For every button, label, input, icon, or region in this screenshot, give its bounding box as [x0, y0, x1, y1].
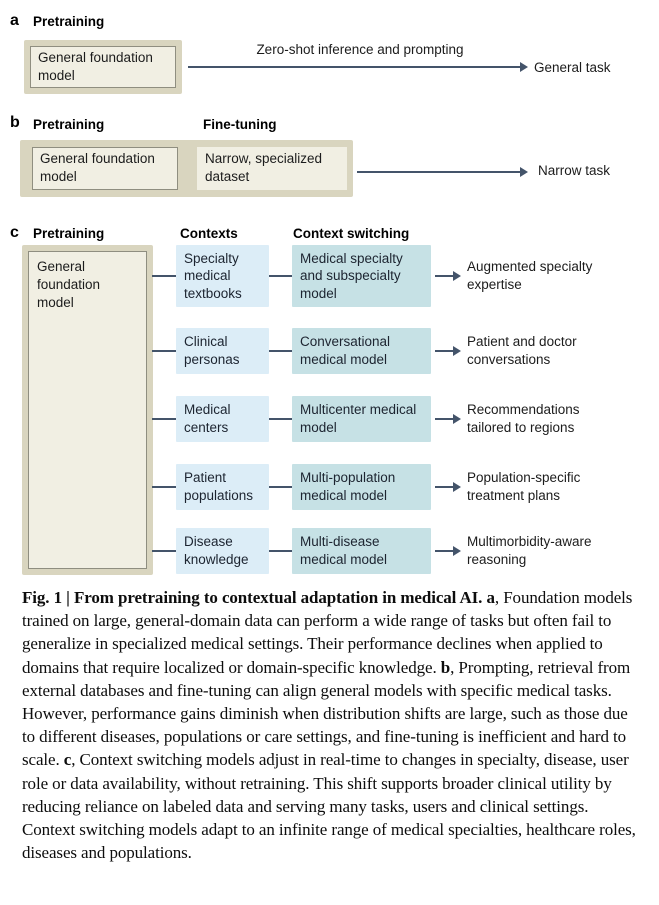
- connector-line: [152, 486, 176, 488]
- row-output-label: Augmented specialty expertise: [467, 259, 593, 292]
- context-box: Medical centers: [176, 396, 269, 442]
- connector-line: [152, 418, 176, 420]
- panel-c-letter: c: [10, 224, 19, 241]
- arrow-icon: [435, 346, 461, 356]
- panel-b-heading-pretraining: Pretraining: [33, 117, 105, 132]
- model-box: Conversational medical model: [292, 328, 431, 374]
- panel-b-dataset-box-label: Narrow, specialized dataset: [197, 147, 347, 190]
- panel-c-foundation-box: General foundation model: [22, 245, 153, 575]
- arrow-icon: [435, 414, 461, 424]
- connector-line: [152, 350, 176, 352]
- panel-b-foundation-box-label: General foundation model: [32, 147, 178, 190]
- connector-line: [269, 350, 292, 352]
- connector-line: [269, 486, 292, 488]
- context-row-personas: Clinical personas Conversational medical…: [152, 327, 657, 375]
- panel-c-heading-pretraining: Pretraining: [33, 226, 105, 241]
- panel-c-heading-context-switching: Context switching: [293, 226, 410, 241]
- connector-line: [152, 550, 176, 552]
- row-output-label: Patient and doctor conversations: [467, 334, 577, 367]
- panel-b-letter: b: [10, 114, 20, 131]
- panel-b-container-box: General foundation model Narrow, special…: [20, 140, 353, 197]
- model-box: Multi-population medical model: [292, 464, 431, 510]
- context-box: Specialty medical textbooks: [176, 244, 269, 308]
- context-box: Disease knowledge: [176, 528, 269, 574]
- context-row-specialty: Specialty medical textbooks Medical spec…: [152, 240, 657, 312]
- panel-c-heading-contexts: Contexts: [180, 226, 238, 241]
- row-output-label: Population-specific treatment plans: [467, 470, 581, 503]
- row-output-label: Recommendations tailored to regions: [467, 402, 580, 435]
- model-box: Multi-disease medical model: [292, 528, 431, 574]
- figure-caption: Fig. 1 | From pretraining to contextual …: [22, 588, 636, 863]
- connector-line: [269, 418, 292, 420]
- panel-a-heading-pretraining: Pretraining: [33, 14, 105, 29]
- panel-c-foundation-box-label: General foundation model: [28, 251, 147, 569]
- panel-a-arrow-label: Zero-shot inference and prompting: [256, 42, 464, 57]
- context-row-centers: Medical centers Multicenter medical mode…: [152, 395, 657, 443]
- model-box: Medical specialty and subspecialty model: [292, 244, 431, 308]
- panel-a-letter: a: [10, 12, 19, 29]
- context-box: Patient populations: [176, 464, 269, 510]
- panel-b-heading-finetuning: Fine-tuning: [203, 117, 277, 132]
- panel-a-foundation-box: General foundation model: [24, 40, 182, 94]
- context-box: Clinical personas: [176, 328, 269, 374]
- panel-a-foundation-box-label: General foundation model: [30, 46, 176, 88]
- panel-b-arrow: [357, 167, 528, 177]
- model-box: Multicenter medical model: [292, 396, 431, 442]
- panel-a-arrow: [188, 62, 528, 72]
- panel-a-output-label: General task: [534, 60, 611, 75]
- connector-line: [152, 275, 176, 277]
- arrow-icon: [435, 482, 461, 492]
- row-output-label: Multimorbidity-aware reasoning: [467, 534, 592, 567]
- connector-line: [269, 550, 292, 552]
- arrow-icon: [435, 546, 461, 556]
- context-row-disease: Disease knowledge Multi-disease medical …: [152, 527, 657, 575]
- connector-line: [269, 275, 292, 277]
- context-row-populations: Patient populations Multi-population med…: [152, 463, 657, 511]
- arrow-icon: [435, 271, 461, 281]
- panel-b-output-label: Narrow task: [538, 163, 611, 178]
